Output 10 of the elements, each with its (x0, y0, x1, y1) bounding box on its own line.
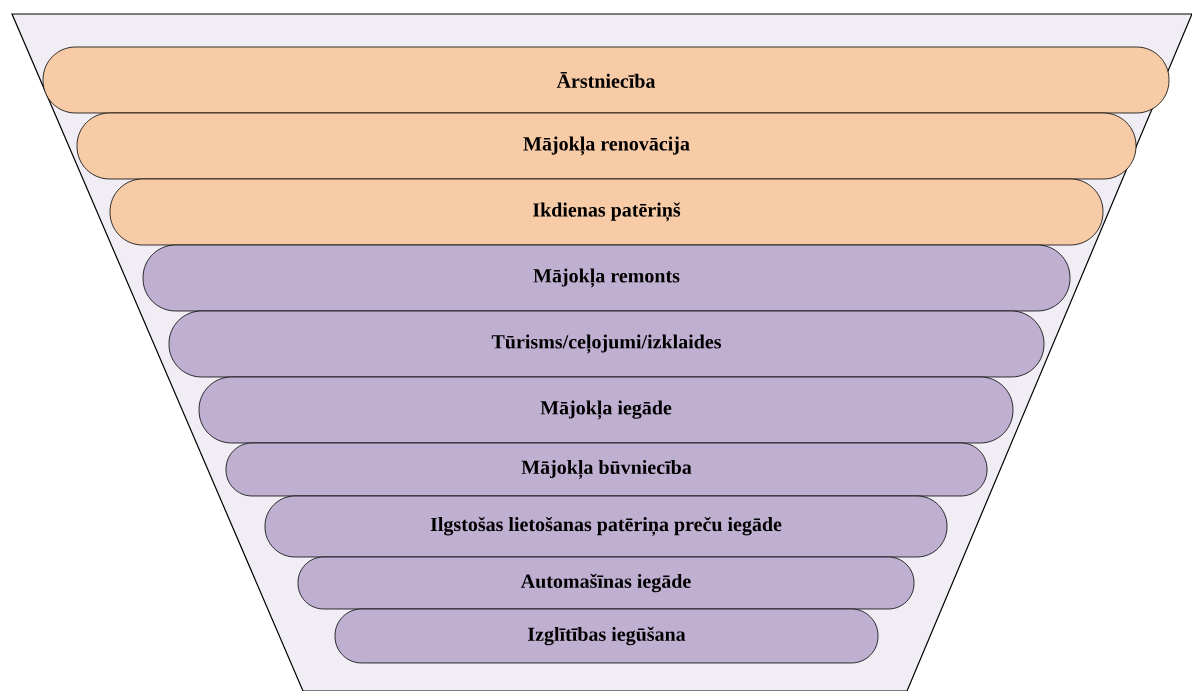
category-band: Automašīnas iegāde (297, 556, 915, 610)
category-band: Izglītības iegūšana (334, 608, 879, 664)
category-band: Mājokļa remonts (142, 244, 1071, 312)
category-band: Mājokļa būvniecība (225, 442, 988, 497)
category-band: Tūrisms/ceļojumi/izklaides (168, 310, 1045, 378)
category-band: Ikdienas patēriņš (109, 178, 1104, 246)
category-band: Mājokļa renovācija (76, 112, 1137, 180)
category-band: Mājokļa iegāde (198, 376, 1014, 444)
category-band: Ilgstošas lietošanas patēriņa preču iegāde (264, 495, 948, 558)
category-band: Ārstniecība (42, 46, 1170, 114)
